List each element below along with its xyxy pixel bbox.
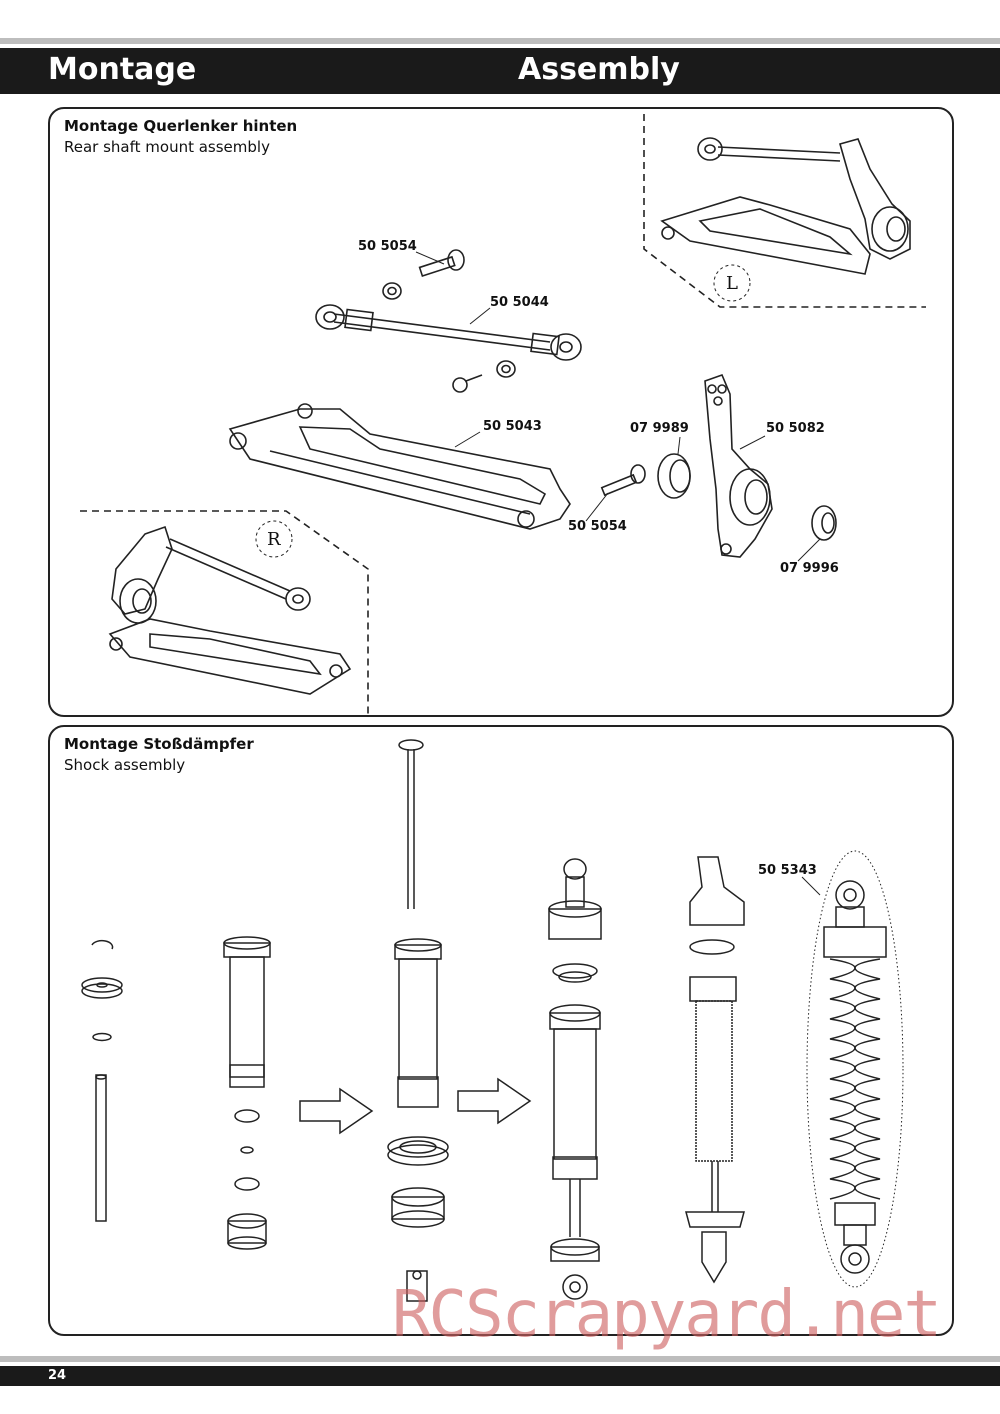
page-header: Montage Assembly [0, 48, 1000, 94]
page-number: 24 [48, 1368, 67, 1383]
cutaway-shock-part [685, 856, 745, 1284]
inset-frame-l [643, 114, 926, 308]
pin-part [600, 464, 646, 497]
spring-cup-part [387, 1136, 449, 1166]
side-marker-l-label: L [726, 273, 738, 294]
piston-part [81, 977, 123, 999]
part-label: 07 9989 [630, 421, 689, 436]
side-marker-l [713, 264, 751, 302]
seal-part [552, 963, 598, 983]
bottom-rule [0, 1356, 1000, 1362]
header-title-de: Montage [48, 52, 197, 87]
shock-assembly-diagram [81, 739, 904, 1302]
bottom-cap-part [227, 1213, 267, 1250]
bushing-part [382, 282, 402, 300]
part-label: 50 5343 [758, 863, 817, 878]
side-marker-r [255, 520, 293, 558]
section-title: Montage Querlenker hinten [64, 117, 298, 135]
cap-assembly-part [548, 858, 602, 940]
spacer-part [240, 1146, 254, 1154]
o-ring-part [234, 1177, 260, 1191]
side-marker-r-label: R [267, 529, 281, 550]
shock-body-part [223, 936, 271, 1088]
rear-shaft-mount-diagram [80, 114, 926, 714]
bearing-small-part [811, 505, 837, 541]
part-label: 50 5082 [766, 421, 825, 436]
o-ring-part [234, 1109, 260, 1123]
part-label: 50 5054 [358, 239, 417, 254]
arrow-icon [299, 1087, 374, 1135]
lower-arm-part [228, 403, 571, 530]
section-title: Montage Stoßdämpfer [64, 735, 254, 753]
inset-frame-r [80, 510, 369, 714]
top-rule [0, 38, 1000, 44]
arrow-icon [457, 1077, 532, 1125]
turnbuckle-part [315, 304, 582, 361]
section-subtitle: Shock assembly [64, 756, 186, 774]
shaft-part [95, 1074, 107, 1222]
inset-r-assembly [108, 525, 352, 695]
adjuster-nut-part [391, 1187, 445, 1228]
section-subtitle: Rear shaft mount assembly [64, 138, 270, 156]
e-clip-part [91, 939, 114, 950]
rod-end-part [406, 1270, 428, 1302]
hub-carrier-part [704, 373, 773, 558]
bearing-large-part [657, 453, 691, 499]
part-label: 07 9996 [780, 561, 839, 576]
leader-line [801, 876, 821, 896]
header-title-en: Assembly [518, 52, 680, 87]
shock-assembly-panel: Montage Stoßdämpfer Shock assembly [48, 725, 954, 1336]
shock-body-part [549, 1004, 601, 1300]
rear-shaft-mount-panel: Montage Querlenker hinten Rear shaft mou… [48, 107, 954, 717]
screw-part [418, 249, 465, 278]
complete-shock-part [806, 850, 904, 1288]
leader-lines [415, 251, 821, 562]
part-label: 50 5044 [490, 295, 549, 310]
inset-l-assembly [660, 137, 911, 275]
part-label: 50 5043 [483, 419, 542, 434]
small-screw-part [452, 360, 516, 393]
washer-part [92, 1032, 112, 1042]
shock-body-part [394, 938, 442, 1108]
page-footer: 24 [0, 1366, 1000, 1386]
watermark-text: RCScrapyard.net [392, 1278, 942, 1352]
shock-shaft-part [398, 739, 424, 909]
part-label: 50 5054 [568, 519, 627, 534]
